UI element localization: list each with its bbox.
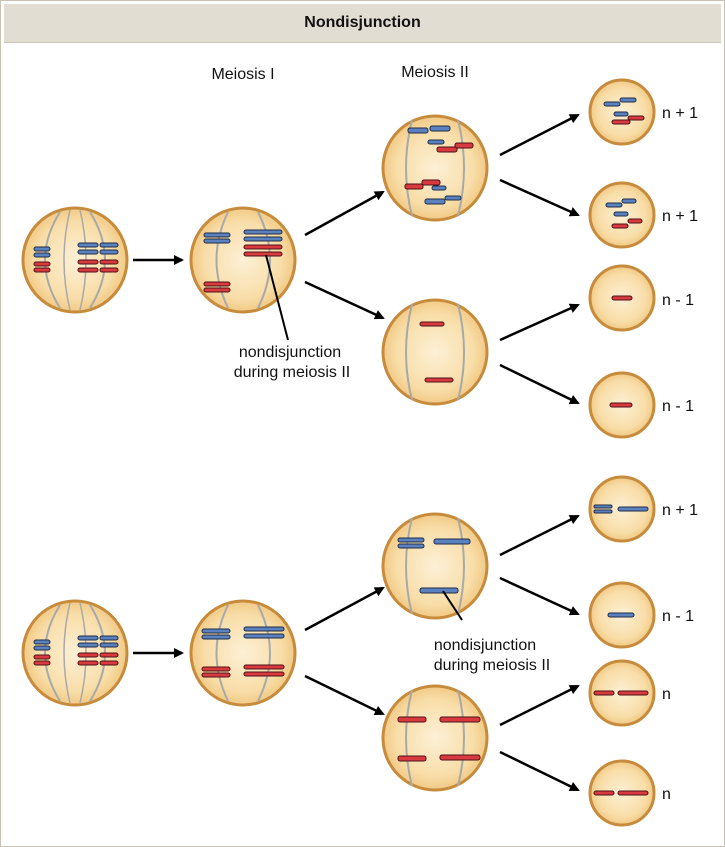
- outcome-bottom-4: n: [662, 786, 671, 803]
- outcome-top-4: n - 1: [662, 398, 694, 415]
- top-pathway: nondisjunction during meiosis II: [21, 78, 698, 439]
- arrow: [499, 363, 580, 405]
- gamete-bottom-3: [588, 659, 656, 727]
- meiosis2-cell-bottom-upper: [381, 512, 489, 620]
- meiosis1-cell-bottom: [189, 599, 297, 707]
- arrow: [304, 674, 385, 716]
- outcome-top-1: n + 1: [662, 105, 698, 122]
- outcome-top-2: n + 1: [662, 208, 698, 225]
- parent-cell-top: [21, 206, 129, 314]
- outcome-bottom-1: n + 1: [662, 502, 698, 519]
- annotation-top-line1: nondisjunction: [239, 344, 341, 361]
- meiosis2-cell-top-upper: [381, 114, 489, 222]
- arrow: [499, 113, 580, 157]
- outcome-bottom-2: n - 1: [662, 608, 694, 625]
- arrow: [499, 303, 580, 342]
- title-bar: Nondisjunction: [4, 4, 721, 43]
- annotation-bottom-line1: nondisjunction: [434, 637, 536, 654]
- annotation-top-line2: during meiosis II: [234, 364, 351, 381]
- outcome-bottom-3: n: [662, 686, 671, 703]
- gamete-bottom-2: [588, 581, 656, 649]
- arrow: [304, 280, 385, 320]
- meiosis1-cell-top: [189, 206, 297, 314]
- arrow: [499, 514, 580, 557]
- gamete-top-3: [588, 264, 656, 332]
- meiosis2-cell-bottom-lower: [381, 684, 489, 792]
- gamete-bottom-4: [588, 759, 656, 827]
- arrow: [304, 586, 385, 632]
- arrow: [499, 178, 580, 217]
- gamete-bottom-1: [588, 475, 656, 543]
- arrow: [499, 576, 580, 616]
- arrow: [499, 684, 580, 727]
- gamete-top-1: [588, 78, 656, 146]
- annotation-pointer: [265, 254, 289, 341]
- meiosis2-cell-top-lower: [381, 298, 489, 406]
- figure-title: Nondisjunction: [304, 14, 421, 31]
- gamete-top-2: [588, 181, 656, 249]
- label-meiosis-2: Meiosis II: [401, 64, 469, 81]
- label-meiosis-1: Meiosis I: [211, 66, 274, 83]
- parent-cell-bottom: [21, 599, 129, 707]
- arrow: [499, 750, 580, 792]
- annotation-pointer: [442, 590, 463, 621]
- bottom-pathway: nondisjunction during meiosis II: [21, 475, 698, 827]
- outcome-top-3: n - 1: [662, 292, 694, 309]
- annotation-bottom-line2: during meiosis II: [434, 657, 551, 674]
- gamete-top-4: [588, 371, 656, 439]
- arrow: [304, 190, 385, 237]
